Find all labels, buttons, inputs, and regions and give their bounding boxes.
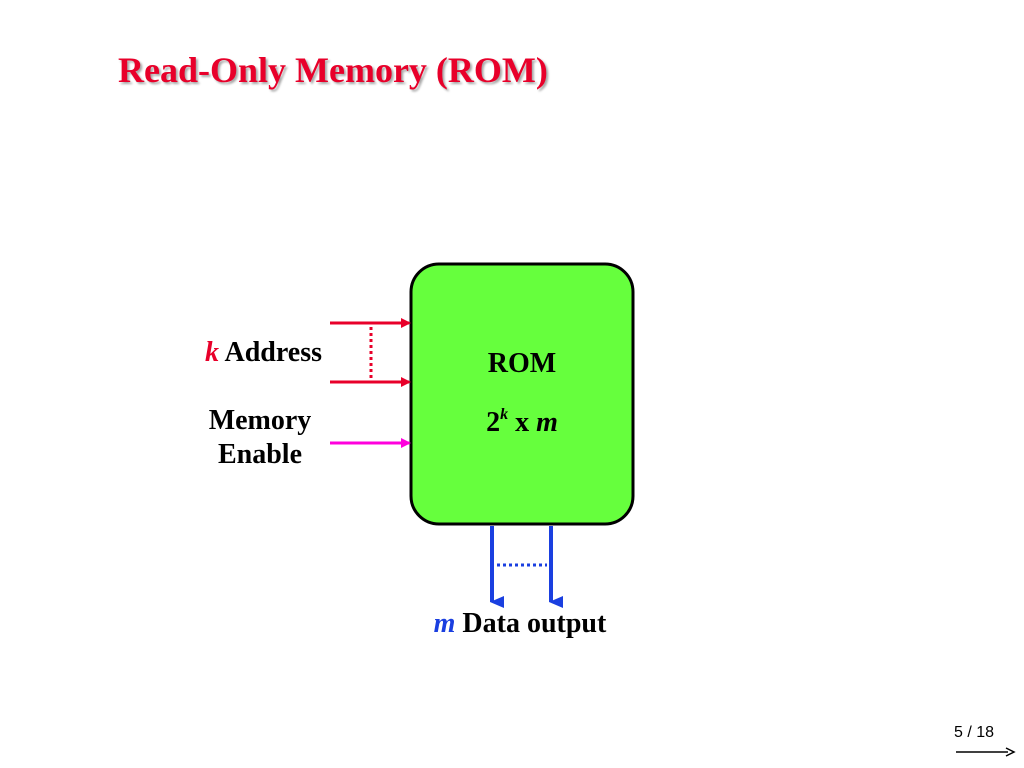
- address-text: Address: [219, 337, 322, 368]
- rom-size-var: m: [536, 407, 558, 438]
- rom-block: [409, 262, 635, 526]
- rom-size-base: 2: [486, 407, 501, 438]
- page-number: 5 / 18: [954, 724, 995, 741]
- output-text: Data output: [455, 608, 607, 639]
- memory-enable-line2: Enable: [217, 439, 303, 470]
- memory-enable-line1: Memory: [208, 405, 312, 436]
- rom-size-exponent: k: [500, 405, 509, 423]
- next-slide-arrow-icon[interactable]: [956, 746, 1016, 758]
- output-width-var: m: [433, 608, 456, 639]
- data-output-label: m Data output: [380, 607, 660, 641]
- memory-enable-label: Memory Enable: [190, 404, 330, 472]
- address-width-var: k: [205, 337, 220, 368]
- slide-title: Read-Only Memory (ROM): [118, 50, 548, 90]
- rom-size-mid: x: [508, 407, 537, 438]
- rom-name: ROM: [487, 348, 557, 379]
- rom-size: 2k x m: [411, 406, 633, 440]
- address-label: k Address: [205, 336, 322, 370]
